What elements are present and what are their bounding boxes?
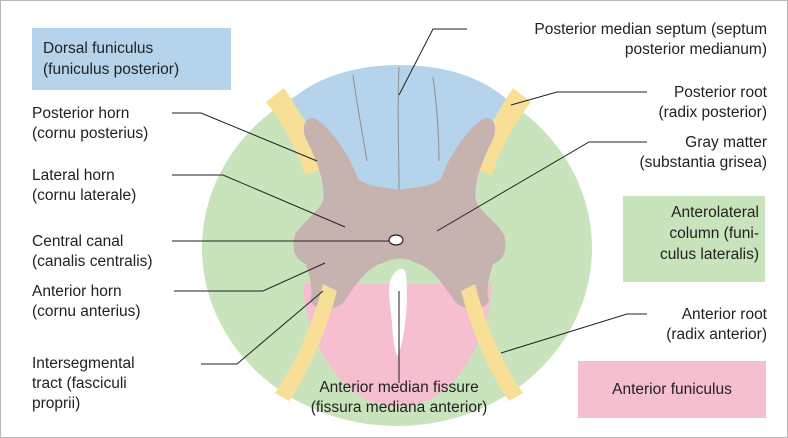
posterior-root-line2: (radix posterior) bbox=[658, 103, 767, 123]
label-lateral-horn: Lateral horn (cornu laterale) bbox=[32, 166, 136, 206]
posterior-median-septum-line2: posterior medianum) bbox=[534, 40, 767, 60]
anterior-funiculus-box: Anterior funiculus bbox=[578, 361, 766, 418]
label-central-canal: Central canal (canalis centralis) bbox=[32, 232, 153, 272]
central-canal-shape bbox=[389, 235, 403, 245]
label-anterior-median-fissure: Anterior median fissure (fissura mediana… bbox=[283, 378, 515, 418]
posterior-horn-line1: Posterior horn bbox=[32, 104, 148, 124]
anterolateral-line1: Anterolateral bbox=[623, 202, 759, 223]
anterior-horn-line2: (cornu anterius) bbox=[32, 302, 141, 322]
label-intersegmental-tract: Intersegmental tract (fasciculi proprii) bbox=[32, 354, 135, 414]
intersegmental-tract-line1: Intersegmental bbox=[32, 354, 135, 374]
anterior-median-fissure-line1: Anterior median fissure bbox=[283, 378, 515, 398]
anterior-root-line1: Anterior root bbox=[666, 305, 767, 325]
dorsal-funiculus-line2: (funiculus posterior) bbox=[43, 59, 231, 80]
anterolateral-line3: culus lateralis) bbox=[623, 244, 759, 265]
central-canal-line2: (canalis centralis) bbox=[32, 252, 153, 272]
label-posterior-horn: Posterior horn (cornu posterius) bbox=[32, 104, 148, 144]
intersegmental-tract-line3: proprii) bbox=[32, 394, 135, 414]
dorsal-funiculus-box: Dorsal funiculus (funiculus posterior) bbox=[32, 28, 231, 90]
label-posterior-median-septum: Posterior median septum (septum posterio… bbox=[534, 20, 767, 60]
anterior-root-line2: (radix anterior) bbox=[666, 325, 767, 345]
anterolateral-column-box: Anterolateral column (funi- culus latera… bbox=[623, 196, 765, 282]
anterior-funiculus-text: Anterior funiculus bbox=[612, 381, 732, 398]
gray-matter-line1: Gray matter bbox=[639, 133, 767, 153]
label-gray-matter: Gray matter (substantia grisea) bbox=[639, 133, 767, 173]
lateral-horn-line2: (cornu laterale) bbox=[32, 186, 136, 206]
central-canal-line1: Central canal bbox=[32, 232, 153, 252]
lateral-horn-line1: Lateral horn bbox=[32, 166, 136, 186]
anterior-horn-line1: Anterior horn bbox=[32, 282, 141, 302]
posterior-median-septum-line1: Posterior median septum (septum bbox=[534, 20, 767, 40]
gray-matter-line2: (substantia grisea) bbox=[639, 153, 767, 173]
leader-posterior-root bbox=[511, 92, 647, 105]
intersegmental-tract-line2: tract (fasciculi bbox=[32, 374, 135, 394]
anterolateral-line2: column (funi- bbox=[623, 223, 759, 244]
posterior-root-line1: Posterior root bbox=[658, 83, 767, 103]
posterior-horn-line2: (cornu posterius) bbox=[32, 124, 148, 144]
label-anterior-horn: Anterior horn (cornu anterius) bbox=[32, 282, 141, 322]
dorsal-funiculus-line1: Dorsal funiculus bbox=[43, 38, 231, 59]
label-posterior-root: Posterior root (radix posterior) bbox=[658, 83, 767, 123]
anterior-median-fissure-line2: (fissura mediana anterior) bbox=[283, 398, 515, 418]
label-anterior-root: Anterior root (radix anterior) bbox=[666, 305, 767, 345]
